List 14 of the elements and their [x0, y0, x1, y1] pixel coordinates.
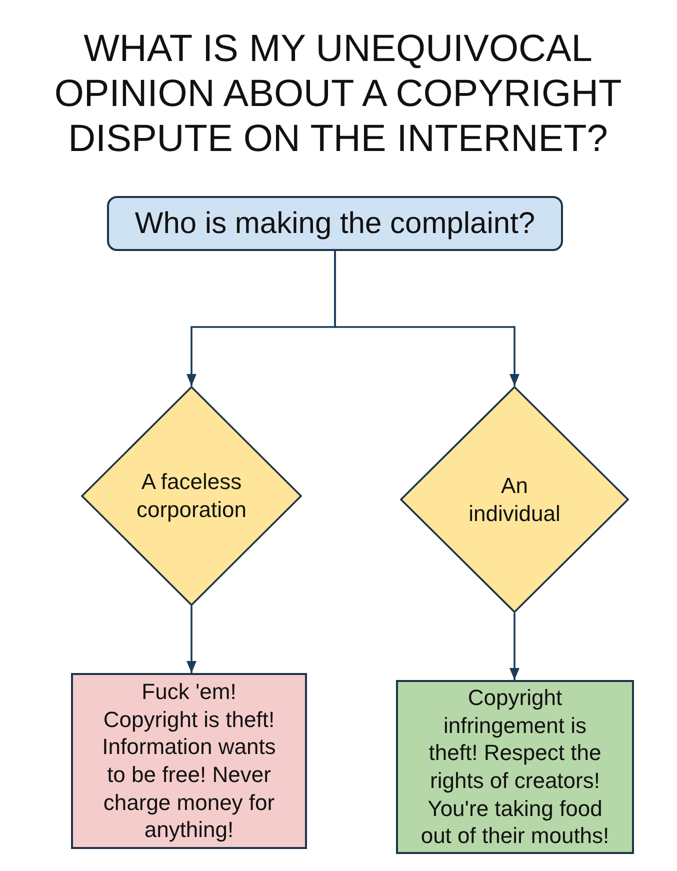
- question-text: Who is making the complaint?: [134, 206, 536, 242]
- decision-diamond: [400, 386, 629, 613]
- decision-diamond: [81, 386, 302, 606]
- decision-label: A faceless corporation: [135, 468, 248, 524]
- outcome-box: [396, 680, 634, 854]
- outcome-text: Fuck 'em! Copyright is theft! Information wants to be free! Never charge money for anything!: [101, 678, 277, 844]
- title: WHAT IS MY UNEQUIVOCAL OPINION ABOUT A COPYRIGHT DISPUTE ON THE INTERNET?: [53, 27, 623, 162]
- question-box: [107, 196, 563, 251]
- arrow: [186, 606, 196, 673]
- outcome-box: [71, 673, 307, 849]
- outcome-text: Copyright infringement is theft! Respect the rights of creators! You're taking food out of their mouths!: [420, 684, 610, 850]
- arrow: [510, 613, 520, 680]
- decision-label: An individual: [468, 472, 562, 528]
- arrow: [334, 251, 520, 386]
